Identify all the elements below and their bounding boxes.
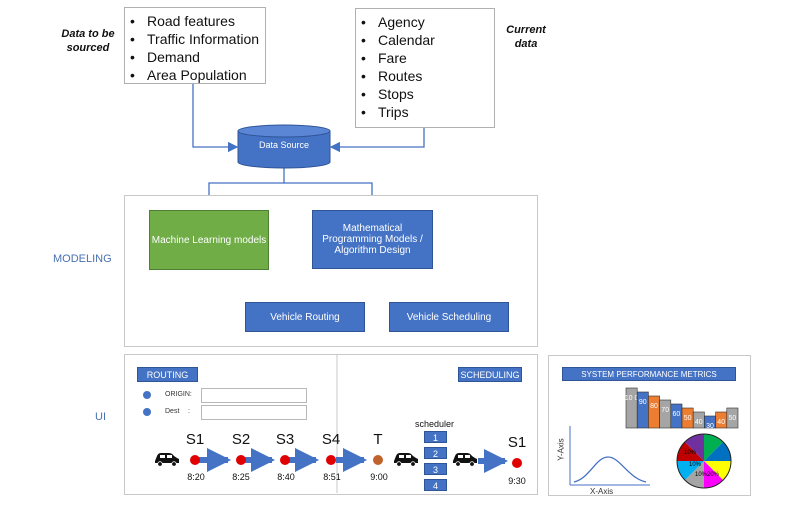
scheduler-item[interactable]: 1 xyxy=(424,431,447,443)
pie-label: 10% xyxy=(684,450,697,456)
ui-label: UI xyxy=(95,411,106,423)
math-models-box: Mathematical Programming Models / Algori… xyxy=(312,210,433,269)
stop-time: 9:00 xyxy=(370,472,388,482)
dest-dot-icon xyxy=(143,408,151,416)
scheduler-label: scheduler xyxy=(415,419,455,429)
pie-label: 20% xyxy=(707,472,720,478)
list-item: Traffic Information xyxy=(130,30,265,48)
stop-time: 8:51 xyxy=(323,472,341,482)
list-item: Routes xyxy=(361,67,494,85)
dest-colon: : xyxy=(188,408,190,415)
stop-time: 8:20 xyxy=(187,472,205,482)
scheduler-item[interactable]: 3 xyxy=(424,463,447,475)
left-data-list: Road features Traffic Information Demand… xyxy=(124,7,266,84)
note-data-to-be-sourced: Data to be sourced xyxy=(61,28,115,54)
scheduler-item[interactable]: 2 xyxy=(424,447,447,459)
vehicle-scheduling-box: Vehicle Scheduling xyxy=(389,302,509,332)
y-axis-label: Y-Axis xyxy=(556,438,566,461)
list-item: Calendar xyxy=(361,31,494,49)
data-source-label: Data Source xyxy=(258,140,310,150)
note-current-data: Current data xyxy=(506,24,546,50)
right-data-list: Agency Calendar Fare Routes Stops Trips xyxy=(355,8,495,128)
list-item: Stops xyxy=(361,85,494,103)
list-item: Trips xyxy=(361,103,494,121)
connector-left-to-source xyxy=(192,82,239,153)
connector-right-to-source xyxy=(329,127,425,153)
stop-name: S1 xyxy=(185,431,205,448)
origin-label: ORIGIN: xyxy=(165,391,192,398)
pie-label: 10% xyxy=(695,472,708,478)
list-item: Road features xyxy=(130,12,265,30)
list-item: Fare xyxy=(361,49,494,67)
list-item: Demand xyxy=(130,48,265,66)
dest-label: Dest xyxy=(165,408,180,415)
stop-name: S4 xyxy=(321,431,341,448)
modeling-label: MODELING xyxy=(53,253,112,265)
scheduling-tag: SCHEDULING xyxy=(458,367,522,382)
vehicle-routing-box: Vehicle Routing xyxy=(245,302,365,332)
stop-time: 8:40 xyxy=(277,472,295,482)
x-axis-label: X-Axis xyxy=(590,487,614,496)
scheduler-item[interactable]: 4 xyxy=(424,479,447,491)
final-stop-time: 9:30 xyxy=(508,476,526,486)
dest-input[interactable] xyxy=(201,405,307,420)
list-item: Agency xyxy=(361,13,494,31)
list-item: Area Population xyxy=(130,66,265,84)
stop-name: T xyxy=(373,431,383,448)
routing-tag: ROUTING xyxy=(137,367,198,382)
origin-input[interactable] xyxy=(201,388,307,403)
stop-name: S2 xyxy=(231,431,251,448)
stop-time: 8:25 xyxy=(232,472,250,482)
final-stop-name: S1 xyxy=(507,434,527,451)
stop-name: S3 xyxy=(275,431,295,448)
origin-dot-icon xyxy=(143,391,151,399)
pie-label: 10% xyxy=(689,462,702,468)
metrics-tag: SYSTEM PERFORMANCE METRICS xyxy=(562,367,736,381)
ml-models-box: Machine Learning models xyxy=(149,210,269,270)
